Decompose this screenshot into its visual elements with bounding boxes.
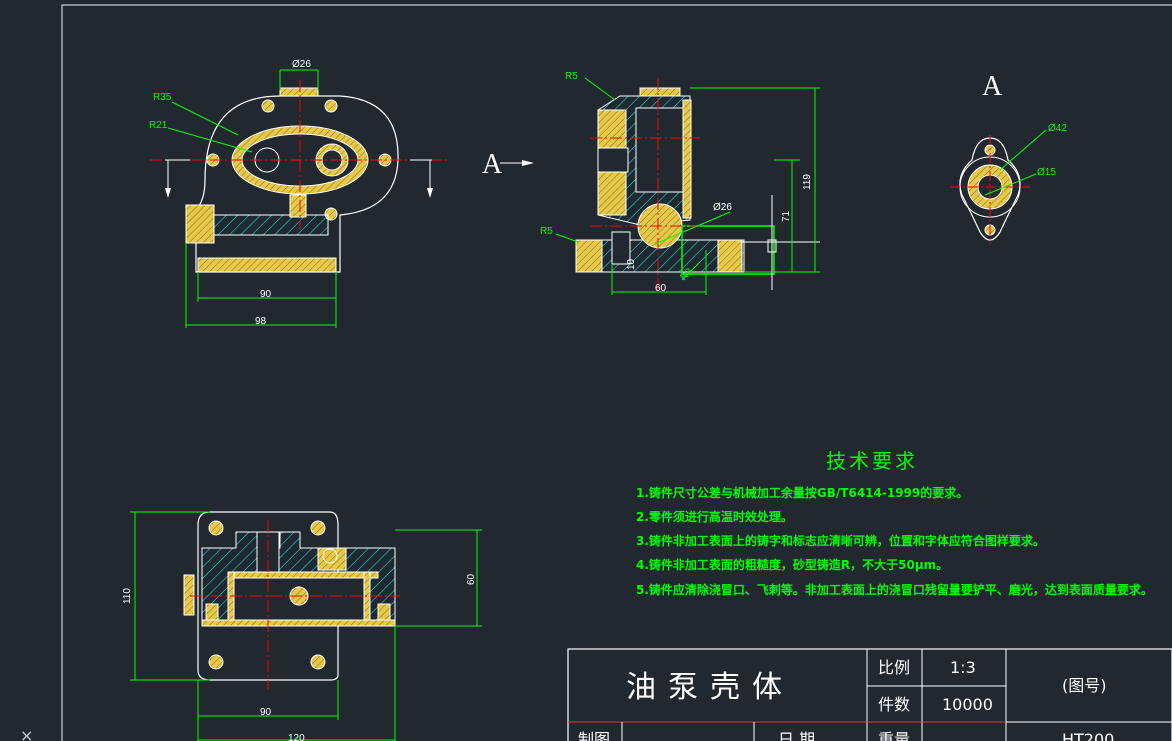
side-height-dim: 119 (802, 174, 813, 190)
weight-label: 重量 (878, 730, 910, 741)
qty-label: 件数 (878, 695, 910, 714)
tech-req-item-1: 1.铸件尺寸公差与机械加工余量按GB/T6414-1999的要求。 (636, 485, 968, 500)
aux-view-label: A (982, 71, 1003, 102)
side-length-dim: 60 (655, 283, 667, 294)
drawing-number: (图号) (1062, 676, 1107, 695)
side-bore-dim: Ø26 (713, 202, 732, 213)
qty-value: 10000 (942, 695, 993, 714)
bottom-view[interactable]: 110 60 90 120 (122, 511, 482, 741)
part-name: 油泵壳体 (626, 670, 794, 705)
bottom-width-dim: 90 (260, 707, 272, 718)
scale-label: 比例 (878, 658, 910, 677)
top-view[interactable]: Ø26 90 98 R35 R21 (149, 59, 450, 328)
scale-value: 1:3 (950, 658, 976, 677)
title-block[interactable]: 油泵壳体 比例 1:3 件数 10000 (图号) 制图 日 期 重量 HT20… (567, 648, 1172, 741)
tech-req-item-3: 3.铸件非加工表面上的铸字和标志应清晰可辨，位置和字体应符合图样要求。 (636, 533, 1045, 548)
side-radius-r5-bottom: R5 (540, 226, 553, 237)
bottom-height-dim: 110 (122, 588, 133, 604)
top-radius-r21: R21 (149, 120, 168, 131)
tech-req-item-2: 2.零件须进行高温时效处理。 (636, 509, 793, 524)
side-small-dim: 10 (626, 258, 637, 270)
date-label: 日 期 (778, 730, 815, 741)
aux-view-a[interactable]: A Ø42 Ø15 (950, 71, 1067, 245)
ucs-icon: × (20, 726, 33, 741)
side-radius-r5-top: R5 (565, 71, 578, 82)
section-label-a: A (482, 149, 503, 180)
top-radius-r35: R35 (153, 92, 172, 103)
side-section-view[interactable]: 119 71 60 Ø26 10 R5 R5 R3 (540, 71, 820, 295)
top-width-inner-dim: 90 (260, 289, 272, 300)
top-bore-dim: Ø26 (292, 59, 311, 70)
tech-req-item-4: 4.铸件非加工表面的粗糙度，砂型铸造R，不大于50μm。 (636, 557, 948, 572)
aux-inner-dim: Ø15 (1037, 167, 1056, 178)
drawn-by-label: 制图 (578, 730, 610, 741)
aux-outer-dim: Ø42 (1048, 123, 1067, 134)
drawing-frame (61, 4, 1172, 741)
bottom-width-partial-dim: 120 (288, 733, 305, 741)
tech-req-title: 技术要求 (826, 449, 918, 473)
tech-req-item-5: 5.铸件应清除浇冒口、飞刺等。非加工表面上的浇冒口残留量要铲平、磨光，达到表面质… (636, 582, 1153, 597)
side-offset-dim: 71 (781, 210, 792, 222)
top-width-outer-dim: 98 (255, 316, 267, 327)
bottom-depth-dim: 60 (466, 573, 477, 585)
tech-requirements: 技术要求 1.铸件尺寸公差与机械加工余量按GB/T6414-1999的要求。 2… (636, 449, 1153, 597)
material: HT200 (1062, 730, 1114, 741)
